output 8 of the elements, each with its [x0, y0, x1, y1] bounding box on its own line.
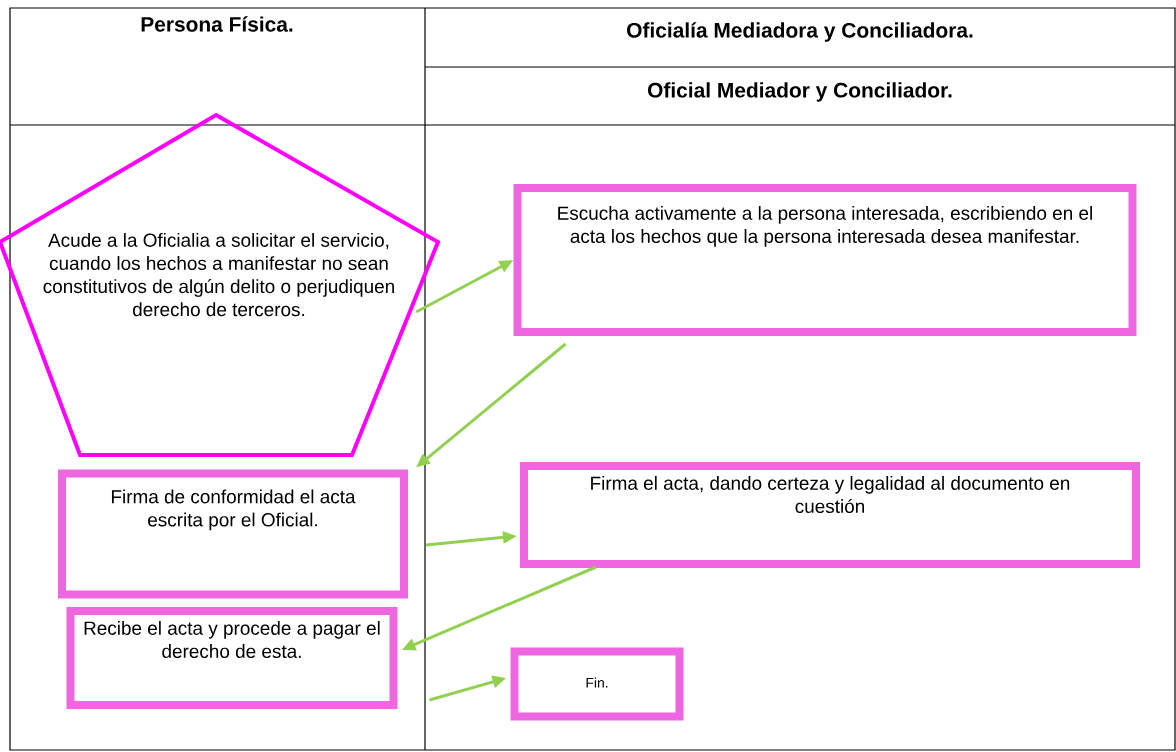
column-header: Persona Física.: [141, 16, 293, 32]
process-box: Recibe el acta y procede a pagar el derecho de esta.: [66, 607, 398, 709]
process-box: Fin.: [510, 647, 684, 721]
process-box: Firma de conformidad el acta escrita por el Oficial.: [58, 469, 408, 599]
process-box: Escucha activamente a la persona interesada, escribiendo en el acta los hechos que la persona interesada desea manifestar.: [513, 184, 1137, 336]
process-box: Firma el acta, dando certeza y legalidad al documento en cuestión: [520, 462, 1140, 568]
column-header: Oficialía Mediadora y Conciliadora.: [627, 22, 973, 42]
column-header: Oficial Mediador y Conciliador.: [648, 82, 952, 102]
